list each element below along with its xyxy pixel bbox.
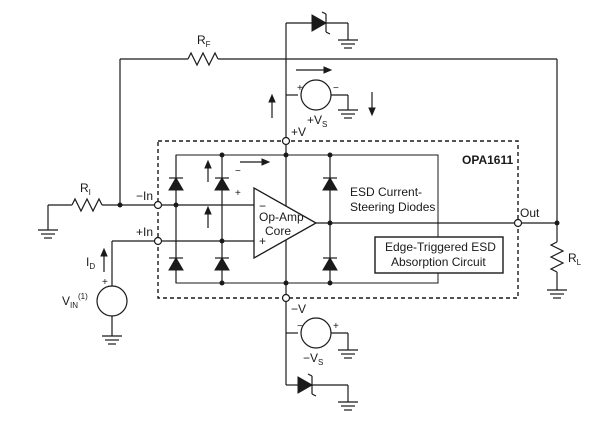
ground-symbol (338, 401, 358, 411)
out-terminal (513, 218, 523, 228)
ground-symbol (338, 349, 358, 359)
junction-dot (219, 238, 225, 244)
junction-dot (283, 280, 289, 286)
junction-dot (327, 280, 333, 286)
junction-dot (219, 152, 225, 158)
junction-dot (173, 202, 179, 208)
plus-sign: + (235, 188, 241, 199)
current-arrow-icon (100, 247, 108, 272)
pos-vs-label: +VS (307, 113, 327, 129)
vin-label: VIN(1) (62, 292, 88, 310)
pos-in-terminal (153, 236, 163, 246)
minus-sign: − (333, 83, 339, 94)
steering-diode (168, 155, 184, 283)
current-arrow-icon (204, 159, 212, 182)
opamp-minus: − (259, 199, 266, 213)
vin-source (96, 240, 154, 336)
junction-dot (219, 280, 225, 286)
neg-v-terminal (281, 293, 291, 303)
opamp-label-line2: Core (265, 224, 291, 238)
current-arrow-icon (268, 93, 276, 118)
neg-in-terminal (153, 200, 163, 210)
junction-dot (117, 202, 123, 208)
current-arrow-icon (204, 205, 212, 228)
top-zener-diode (285, 11, 349, 140)
plus-sign: + (297, 83, 303, 94)
current-arrow-icon (240, 158, 271, 166)
opamp-core (253, 186, 318, 260)
pos-v-label: +V (291, 125, 306, 139)
steering-diode (214, 155, 230, 283)
minus-sign: − (235, 166, 241, 177)
opamp-plus: + (259, 234, 266, 248)
rf-label: RF (197, 33, 211, 49)
out-label: Out (520, 206, 540, 220)
device-label: OPA1611 (462, 153, 513, 167)
current-arrow-icon (296, 66, 333, 74)
rl-resistor (549, 223, 565, 290)
positive-supply-source (286, 79, 349, 111)
junction-dot (283, 152, 289, 158)
ri-label: RI (80, 181, 91, 197)
minus-sign: − (297, 321, 303, 332)
bottom-zener-diode (286, 373, 349, 402)
plus-sign: + (102, 277, 108, 288)
neg-vs-label: −VS (303, 351, 323, 367)
ground-symbol (338, 109, 358, 119)
edge-label-line1: Edge-Triggered ESD (385, 240, 496, 254)
ground-symbol (338, 39, 358, 49)
esd-diodes-label-line2: Steering Diodes (350, 200, 435, 214)
esd-absorption-box (374, 236, 504, 274)
negative-supply-source (285, 302, 349, 385)
ground-symbol (547, 289, 567, 299)
ground-symbol (102, 335, 122, 345)
id-label: ID (86, 255, 95, 271)
device-boundary (157, 140, 519, 299)
rl-label: RL (568, 251, 582, 267)
rf-resistor (119, 51, 558, 222)
esd-diodes-label-line1: ESD Current- (350, 185, 422, 199)
pos-in-label: +In (136, 225, 153, 239)
plus-sign: + (333, 321, 339, 332)
ground-symbol (38, 229, 58, 239)
steering-diode (322, 155, 338, 283)
ri-resistor (47, 197, 154, 230)
neg-v-label: −V (291, 302, 306, 316)
junction-dot (327, 152, 333, 158)
pos-v-terminal (281, 136, 291, 146)
opamp-label-line1: Op-Amp (259, 210, 304, 224)
edge-label-line2: Absorption Circuit (391, 255, 486, 269)
current-arrow-icon (368, 92, 376, 117)
neg-in-label: −In (136, 189, 153, 203)
